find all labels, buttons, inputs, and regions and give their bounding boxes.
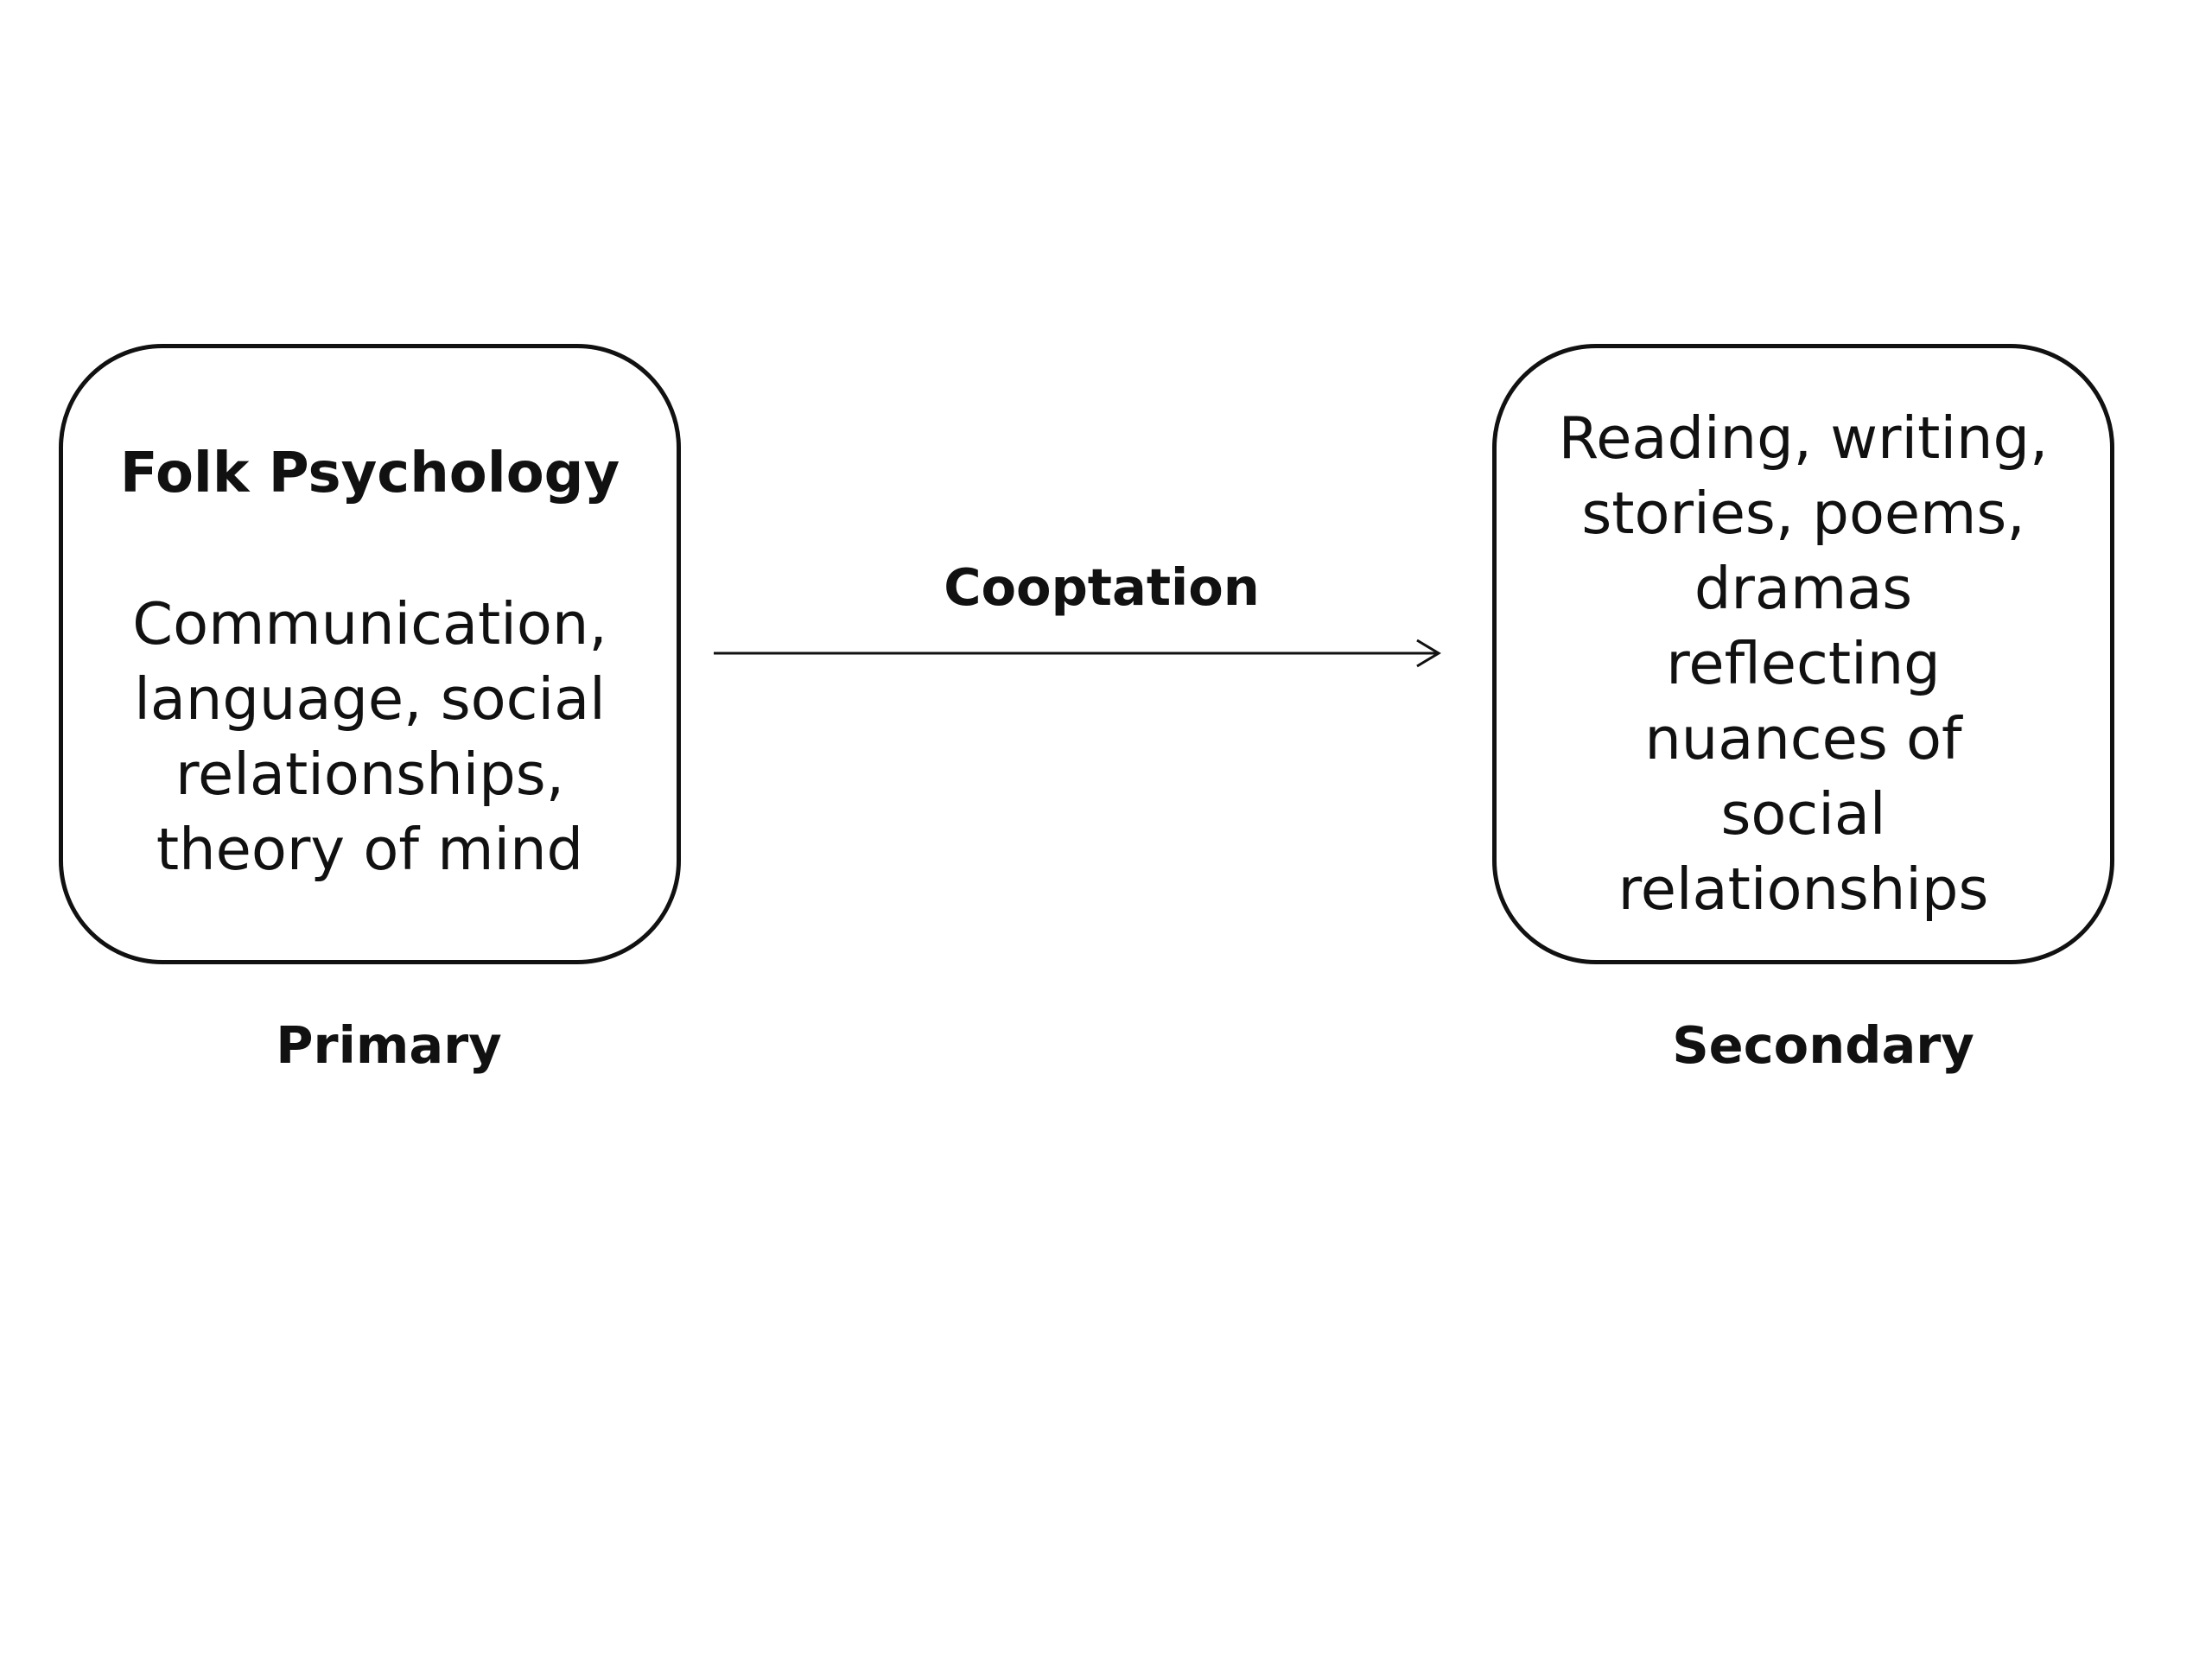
secondary-body-line: relationships	[1618, 855, 1989, 923]
secondary-box-body: Reading, writing, stories, poems, dramas…	[1497, 401, 2110, 927]
primary-box-title: Folk Psychology	[119, 442, 620, 505]
secondary-body-line: nuances of	[1644, 705, 1962, 772]
right-arrow-icon	[714, 639, 1441, 668]
arrow-label: Cooptation	[944, 557, 1260, 617]
secondary-box: Reading, writing, stories, poems, dramas…	[1492, 344, 2114, 964]
secondary-body-line: Reading, writing,	[1558, 404, 2049, 472]
primary-box: Folk Psychology Communication, language,…	[59, 344, 681, 964]
secondary-body-line: social	[1720, 780, 1886, 848]
secondary-body-line: stories, poems,	[1581, 480, 2025, 547]
primary-body-line: language, social	[134, 665, 606, 733]
secondary-body-line: dramas	[1694, 555, 1913, 622]
primary-body-line: theory of mind	[156, 816, 584, 883]
primary-body-line: Communication,	[132, 590, 607, 658]
secondary-body-line: reflecting	[1666, 630, 1941, 697]
primary-box-body: Communication, language, social relation…	[63, 587, 677, 887]
secondary-caption: Secondary	[1672, 1015, 1974, 1075]
arrow-head	[1416, 639, 1441, 668]
primary-caption: Primary	[276, 1015, 502, 1075]
primary-body-line: relationships,	[175, 741, 565, 808]
